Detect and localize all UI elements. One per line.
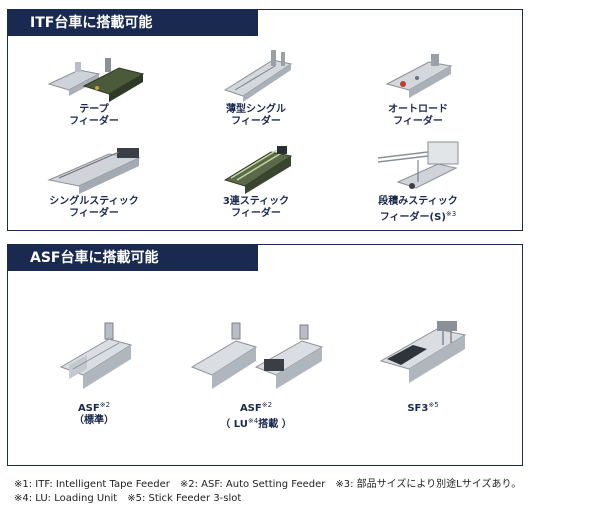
asf-panel: ASF台車に搭載可能 ASF※2 （標準） ASF※2 （ LU※4搭載 ） <box>7 244 523 466</box>
triple-stick-feeder-item: 3連スティック フィーダー <box>181 144 331 220</box>
single-stick-feeder-caption: シングルスティック フィーダー <box>19 196 169 220</box>
stacked-stick-feeder-icon <box>377 141 459 189</box>
caption-line2: フィーダー <box>69 208 119 219</box>
itf-panel-title: ITF台車に搭載可能 <box>8 10 258 36</box>
caption-line2: （標準） <box>74 415 114 426</box>
sf3-icon <box>379 321 467 383</box>
single-stick-feeder-icon <box>47 148 141 194</box>
caption-line2b: 搭載 ） <box>258 419 292 430</box>
footnote-ref: ※2 <box>261 401 273 409</box>
tape-feeder-icon <box>47 58 145 102</box>
sf3-item: SF3※5 <box>348 315 498 415</box>
asf-standard-icon <box>59 322 133 389</box>
thin-single-feeder-item: 薄型シングル フィーダー <box>181 44 331 128</box>
caption-line2: フィーダー <box>231 116 281 127</box>
footnote-ref: ※4 <box>247 417 259 425</box>
caption-line2a: （ LU <box>220 419 248 430</box>
triple-stick-feeder-icon <box>223 146 293 194</box>
asf-lu-icon <box>190 322 324 389</box>
footnote-line1: ※1: ITF: Intelligent Tape Feeder ※2: ASF… <box>14 479 522 490</box>
asf-panel-title: ASF台車に搭載可能 <box>8 245 258 271</box>
asf-lu-caption: ASF※2 （ LU※4搭載 ） <box>181 399 331 431</box>
itf-panel: ITF台車に搭載可能 テープ フィーダー 薄型シングル フィーダー <box>7 9 523 231</box>
footnotes: ※1: ITF: Intelligent Tape Feeder ※2: ASF… <box>14 478 521 506</box>
caption-line2-wrap: フィーダー(S)※3 <box>343 208 493 224</box>
caption-line2: フィーダー <box>231 208 281 219</box>
autoload-feeder-icon <box>385 54 453 98</box>
footnote-ref: ※3 <box>445 210 457 218</box>
caption-line1-wrap: ASF※2 <box>19 399 169 415</box>
caption-line1: テープ <box>79 104 109 115</box>
asf-standard-caption: ASF※2 （標準） <box>19 399 169 427</box>
autoload-feeder-item: オートロード フィーダー <box>343 44 493 128</box>
caption-line2: フィーダー(S) <box>379 212 446 223</box>
caption-line1: ASF <box>77 403 100 414</box>
caption-line2: フィーダー <box>69 116 119 127</box>
caption-line1-wrap: ASF※2 <box>181 399 331 415</box>
caption-line1: SF3 <box>407 403 429 414</box>
caption-line2-wrap: （ LU※4搭載 ） <box>181 415 331 431</box>
caption-line1-wrap: SF3※5 <box>348 399 498 415</box>
asf-standard-item: ASF※2 （標準） <box>19 315 169 427</box>
triple-stick-feeder-caption: 3連スティック フィーダー <box>181 196 331 220</box>
footnote-line2: ※4: LU: Loading Unit ※5: Stick Feeder 3-… <box>14 493 242 504</box>
thin-single-feeder-caption: 薄型シングル フィーダー <box>181 104 331 128</box>
thin-single-feeder-icon <box>223 50 293 102</box>
stacked-stick-feeder-caption: 段積みスティック フィーダー(S)※3 <box>343 196 493 224</box>
asf-lu-item: ASF※2 （ LU※4搭載 ） <box>181 315 331 431</box>
caption-line1: ASF <box>239 403 262 414</box>
caption-line1: シングルスティック <box>49 196 139 207</box>
caption-line2: フィーダー <box>393 116 443 127</box>
sf3-caption: SF3※5 <box>348 399 498 415</box>
autoload-feeder-caption: オートロード フィーダー <box>343 104 493 128</box>
tape-feeder-item: テープ フィーダー <box>19 44 169 128</box>
caption-line1: 段積みスティック <box>378 196 458 207</box>
footnote-ref: ※5 <box>428 401 439 409</box>
caption-line1: 薄型シングル <box>226 104 286 115</box>
stacked-stick-feeder-item: 段積みスティック フィーダー(S)※3 <box>343 138 493 224</box>
single-stick-feeder-item: シングルスティック フィーダー <box>19 144 169 220</box>
tape-feeder-caption: テープ フィーダー <box>19 104 169 128</box>
caption-line1: オートロード <box>388 104 448 115</box>
footnote-ref: ※2 <box>99 401 111 409</box>
caption-line1: 3連スティック <box>222 196 290 207</box>
